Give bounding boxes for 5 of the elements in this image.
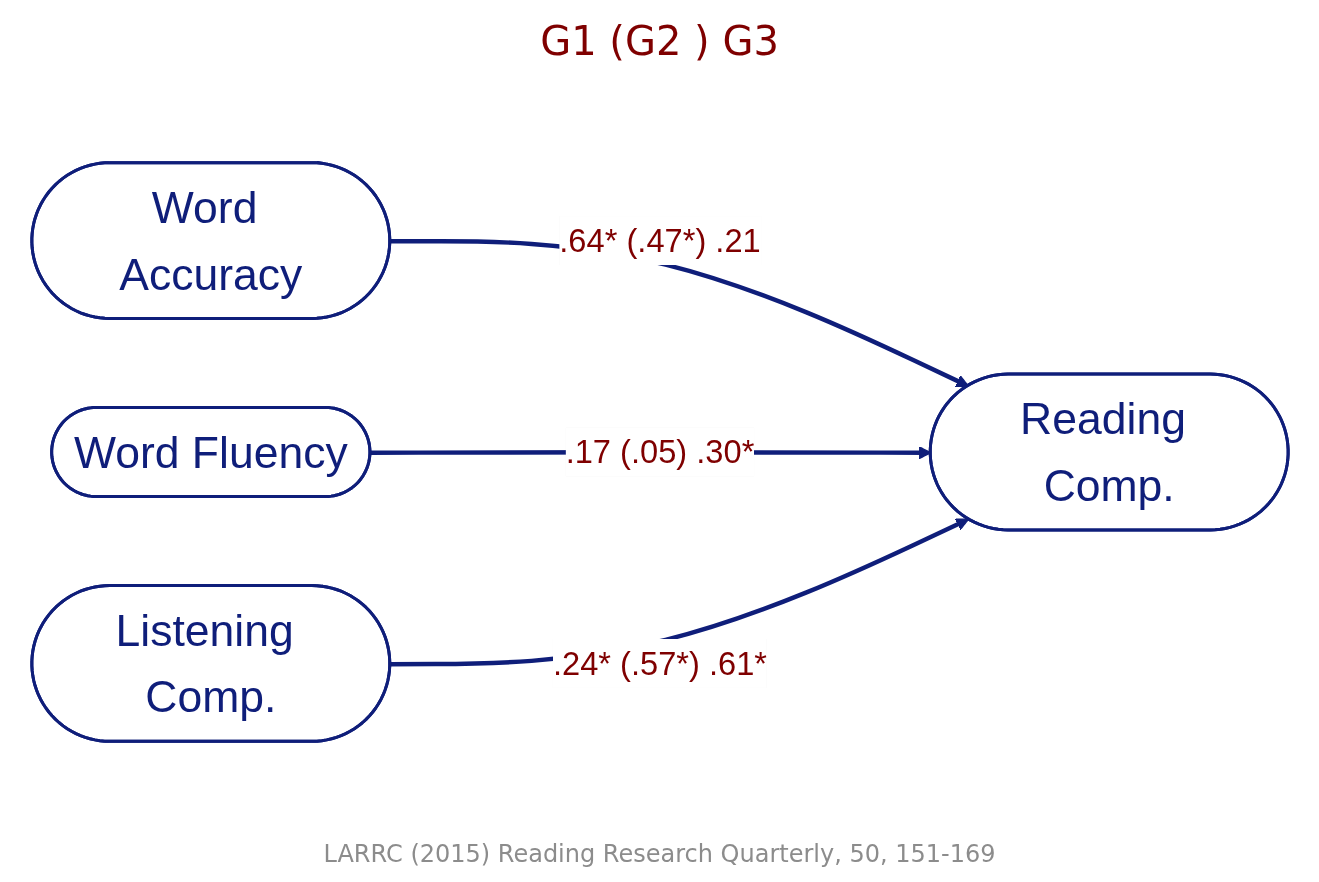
group-heading: G1 (G2 ) G3 xyxy=(540,18,779,64)
edge-label: .24* (.57*) .61* xyxy=(552,644,767,682)
citation: LARRC (2015) Reading Research Quarterly, 50, 151-169 xyxy=(323,840,996,868)
edge-label: .64* (.47*) .21 xyxy=(558,222,761,260)
edge-label: .17 (.05) .30* xyxy=(565,433,754,471)
